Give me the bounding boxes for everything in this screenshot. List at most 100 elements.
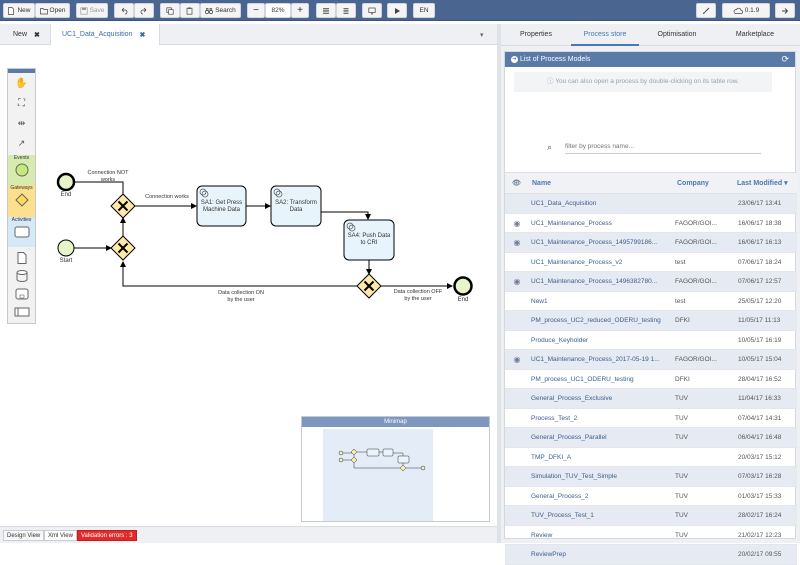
data-object-tool[interactable] [10, 249, 33, 266]
logout-button[interactable] [775, 3, 795, 18]
minus-icon: − [253, 4, 259, 16]
eye-icon[interactable]: ◉ [513, 218, 521, 228]
connect-tool[interactable]: ↗ [10, 135, 33, 152]
sequence-flow[interactable] [321, 211, 371, 220]
monitor-button[interactable] [362, 3, 382, 18]
process-name-cell: Produce_Keyholder [531, 336, 589, 344]
close-icon[interactable]: ✖ [139, 31, 146, 39]
last-modified-cell: 21/02/17 12:23 [738, 531, 782, 539]
subprocess-icon [15, 288, 28, 299]
filter-input[interactable] [565, 140, 761, 154]
eye-icon: 👁 [512, 180, 521, 187]
zoom-in-button[interactable]: + [291, 3, 309, 18]
service-task-sa1[interactable] [196, 185, 247, 227]
language-button[interactable]: EN [413, 3, 435, 18]
eye-icon [512, 194, 522, 213]
process-name-cell: TMP_DFKI_A [531, 453, 572, 461]
pool-tool[interactable] [10, 303, 33, 320]
tab-process-store[interactable]: Process store [571, 24, 639, 46]
minimap[interactable]: Minimap [301, 416, 490, 522]
close-icon[interactable]: ✖ [34, 31, 40, 39]
task-shape-icon[interactable] [14, 226, 30, 238]
play-icon [395, 7, 400, 14]
tabs-menu-icon[interactable]: ▾ [480, 31, 484, 39]
redo-button[interactable] [134, 3, 154, 18]
gateway-shape-icon[interactable] [14, 193, 29, 207]
undo-button[interactable] [114, 3, 134, 18]
tab-optimisation[interactable]: Optimisation [657, 31, 697, 38]
validation-errors-badge[interactable]: Validation errors : 3 [77, 530, 137, 541]
hand-tool[interactable]: ✋ [10, 75, 33, 92]
table-row[interactable]: ◉UC1_Maintenance_Process_1496382780...FA… [505, 272, 797, 292]
paste-button[interactable] [180, 3, 200, 18]
align-icon [323, 7, 329, 14]
list-button[interactable] [336, 3, 356, 18]
data-store-tool[interactable] [10, 267, 33, 284]
exclusive-gateway[interactable] [110, 193, 136, 219]
company-cell [675, 448, 720, 467]
task-label: SA2: Transform Data [275, 200, 317, 213]
tab-uc1-data-acquisition[interactable]: UC1_Data_Acquisition ✖ [50, 24, 160, 45]
search-button[interactable]: Search [200, 3, 241, 18]
last-modified-cell: 01/03/17 15:33 [738, 492, 782, 500]
design-view-tab[interactable]: Design View [3, 530, 45, 541]
process-name-cell: PM_process_UC2_reduced_ODERU_testing [531, 317, 661, 324]
zoom-out-button[interactable]: − [247, 3, 265, 18]
lasso-tool[interactable]: ⛶ [10, 95, 33, 112]
table-row[interactable]: ◉UC1_Maintenance_Process_1495799186...FA… [505, 233, 797, 253]
version-button[interactable]: 0.1.9 [722, 3, 770, 18]
eye-icon[interactable]: ◉ [513, 355, 521, 364]
eye-icon [512, 253, 522, 272]
end-event[interactable] [453, 276, 473, 296]
align-left-button[interactable] [316, 3, 336, 18]
minimap-viewport[interactable] [323, 429, 433, 521]
xml-view-tab[interactable]: Xml View [44, 530, 77, 541]
column-name[interactable]: Name [532, 180, 552, 187]
eye-icon [512, 409, 522, 428]
save-button[interactable]: Save [76, 3, 108, 18]
tab-new[interactable]: New ✖ [0, 24, 48, 45]
brush-button[interactable] [696, 3, 716, 18]
refresh-icon[interactable]: ⟳ [781, 54, 789, 64]
space-tool[interactable]: ⇹ [10, 115, 33, 132]
tab-marketplace[interactable]: Marketplace [735, 31, 775, 38]
service-task-sa2[interactable] [270, 185, 322, 227]
table-row[interactable]: ◉UC1_Maintenance_Process_2017-05-19 1...… [505, 350, 797, 370]
column-last-modified[interactable]: Last Modified ▾ [737, 173, 788, 195]
panel-splitter[interactable] [497, 24, 501, 543]
exclusive-gateway[interactable] [356, 273, 382, 299]
run-button[interactable] [387, 3, 407, 18]
eye-icon[interactable]: ◉ [513, 238, 521, 247]
tab-label: UC1_Data_Acquisition [62, 31, 133, 38]
diagram-canvas[interactable]: End Start End Connection NOT works Conne… [0, 46, 497, 526]
service-task-sa4[interactable] [343, 219, 395, 261]
exclusive-gateway[interactable] [110, 235, 136, 261]
open-button[interactable]: Open [35, 3, 70, 18]
new-button[interactable]: New [3, 3, 35, 18]
end-event[interactable] [56, 172, 76, 192]
start-event[interactable] [57, 239, 75, 257]
tab-properties[interactable]: Properties [520, 31, 552, 38]
subprocess-tool[interactable] [10, 285, 33, 302]
event-shape-icon[interactable] [15, 163, 29, 177]
sequence-flow[interactable] [120, 261, 357, 287]
copy-button[interactable] [160, 3, 180, 18]
column-company[interactable]: Company [677, 180, 709, 187]
eye-icon[interactable]: ◉ [513, 277, 521, 286]
